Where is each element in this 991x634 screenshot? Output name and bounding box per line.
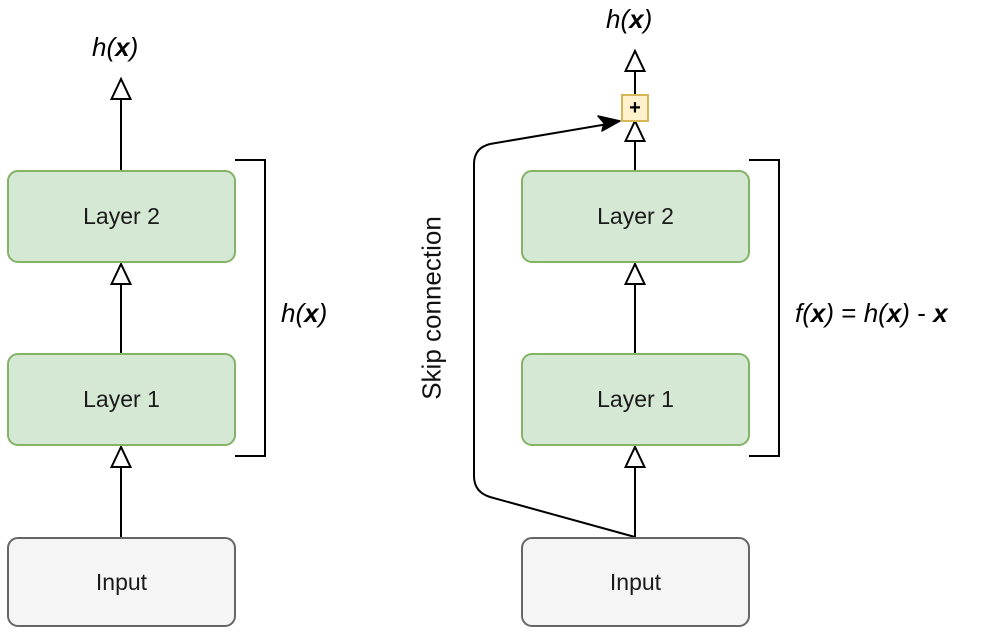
left-arrow-layer2-to-output-icon — [109, 76, 133, 170]
left-layer1-label: Layer 1 — [83, 386, 160, 412]
right-bracket-eq: = — [834, 298, 864, 328]
right-bracket-open1: ( — [802, 298, 811, 328]
right-arrow-input-to-layer1-icon — [623, 444, 647, 537]
right-arrow-layer1-to-layer2-icon — [623, 261, 647, 353]
skip-connection-label: Skip connection — [416, 216, 447, 400]
right-bracket-minus: - — [909, 298, 934, 328]
left-input-box: Input — [7, 537, 236, 627]
right-layer2-label: Layer 2 — [597, 203, 674, 229]
right-bracket-icon — [749, 159, 780, 457]
left-arrow-input-to-layer1-icon — [109, 444, 133, 537]
right-bracket-var1: x — [810, 298, 826, 328]
right-output-close: ) — [643, 4, 653, 34]
right-bracket-open2: ( — [878, 298, 887, 328]
left-layer2-label: Layer 2 — [83, 203, 160, 229]
right-bracket-var2: x — [886, 298, 902, 328]
right-layer1-box: Layer 1 — [521, 353, 750, 446]
left-bracket-label: h(x) — [281, 298, 327, 329]
left-bracket-fn: h — [281, 298, 296, 328]
right-output-var: x — [629, 4, 644, 34]
left-layer2-box: Layer 2 — [7, 170, 236, 263]
right-bracket-close2: ) — [901, 298, 910, 328]
right-input-box: Input — [521, 537, 750, 627]
sum-node: + — [621, 94, 649, 122]
right-layer2-box: Layer 2 — [521, 170, 750, 263]
left-bracket-var: x — [304, 298, 319, 328]
right-arrow-layer2-to-sum-icon — [623, 118, 647, 170]
left-output-open: ( — [106, 32, 116, 62]
right-arrow-sum-to-output-icon — [623, 48, 647, 94]
left-bracket-close: ) — [318, 298, 328, 328]
right-bracket-var3: x — [933, 298, 948, 328]
sum-symbol: + — [629, 97, 641, 119]
right-input-label: Input — [609, 568, 662, 595]
left-output-label: h(x) — [92, 32, 138, 63]
left-layer1-box: Layer 1 — [7, 353, 236, 446]
right-bracket-close1: ) — [825, 298, 835, 328]
right-output-label: h(x) — [606, 4, 652, 35]
right-bracket-label: f(x) = h(x) - x — [795, 298, 948, 329]
left-output-var: x — [115, 32, 130, 62]
right-output-open: ( — [620, 4, 630, 34]
left-output-close: ) — [129, 32, 139, 62]
left-bracket-open: ( — [295, 298, 305, 328]
right-bracket-fn1: f — [795, 298, 803, 328]
right-output-fn: h — [606, 4, 621, 34]
left-input-label: Input — [95, 568, 148, 595]
left-bracket-icon — [235, 159, 266, 457]
right-layer1-label: Layer 1 — [597, 386, 674, 412]
skip-connection-arrow-icon — [473, 115, 636, 538]
right-bracket-fn2: h — [863, 298, 879, 328]
left-arrow-layer1-to-layer2-icon — [109, 261, 133, 353]
left-output-fn: h — [92, 32, 107, 62]
